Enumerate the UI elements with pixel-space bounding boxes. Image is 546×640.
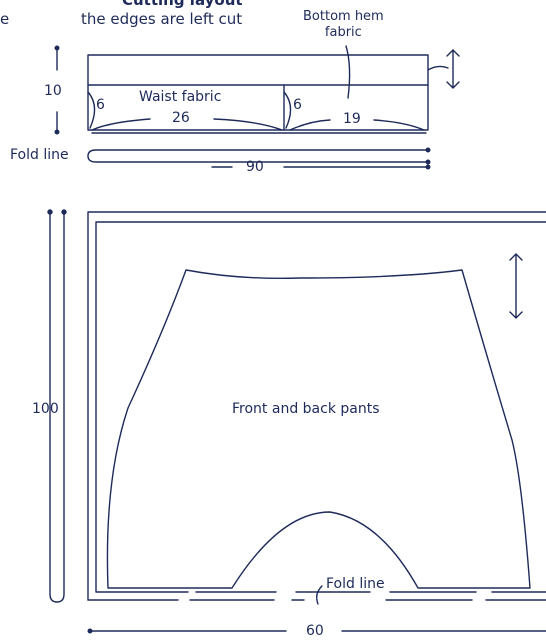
grainline-arrow-top	[446, 49, 460, 89]
waist-fabric-label: Waist fabric	[139, 89, 222, 105]
fold-line-label-bottom: Fold line	[326, 576, 385, 592]
cut-off-left-text: e	[0, 10, 10, 28]
hem-label-leader	[345, 45, 351, 99]
pants-piece-label: Front and back pants	[232, 401, 380, 417]
pants-pattern-piece	[106, 269, 531, 589]
dim-19-label: 19	[343, 111, 361, 127]
cutting-layout-title: Cutting layout	[122, 0, 243, 9]
fold-dot-top	[425, 147, 431, 153]
dim-90-label: 90	[246, 159, 264, 175]
grainline-arrow-bottom	[509, 253, 523, 319]
dimension-26-left	[91, 118, 151, 131]
dimension-19-right	[373, 119, 425, 131]
fold-line-label-top: Fold line	[10, 147, 69, 163]
dim-10-top-dot	[54, 45, 60, 51]
dimension-19-left	[289, 119, 331, 131]
seam-6-right-label: 6	[293, 97, 302, 113]
grainline-leader-top	[427, 65, 449, 71]
seam-6-right-curve	[283, 91, 292, 129]
dim-100-bracket	[49, 211, 65, 603]
bottom-hem-fabric-label: Bottom hem fabric	[303, 9, 384, 40]
dim-10-label: 10	[44, 83, 62, 99]
pants-fabric-outer	[87, 211, 546, 601]
dim-26-label: 26	[172, 110, 190, 126]
dim-100-dot-right	[61, 209, 67, 215]
seam-6-left-label: 6	[96, 97, 105, 113]
fold-leader-bottom	[315, 585, 323, 605]
seam-6-left-curve	[87, 91, 96, 129]
cutting-layout-subtitle: the edges are left cut	[81, 10, 243, 28]
dim-10-bottom-dot	[54, 129, 60, 135]
dim-60-label: 60	[306, 623, 324, 639]
dimension-26-right	[213, 118, 283, 131]
dim-100-dot-left	[47, 209, 53, 215]
dim-100-label: 100	[32, 401, 59, 417]
fold-line-bracket	[87, 149, 427, 163]
top-fabric-outline	[87, 54, 429, 131]
pants-fabric-inner	[95, 221, 546, 593]
dim-90-right-dot	[425, 164, 431, 170]
fold-dot-bottom	[425, 159, 431, 165]
